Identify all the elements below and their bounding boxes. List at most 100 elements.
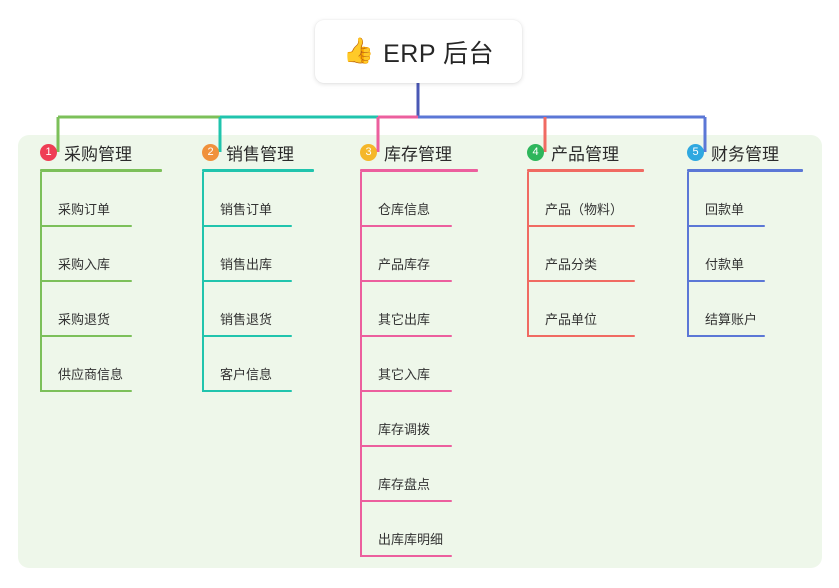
leaf-label: 采购入库: [58, 257, 111, 272]
leaf-item[interactable]: 出库库明细: [360, 502, 505, 557]
leaf-underline: [360, 555, 452, 557]
branch-number-badge: 5: [687, 143, 704, 161]
leaf-underline: [202, 225, 292, 227]
leaf-label: 产品（物料）: [545, 202, 624, 217]
branch-2[interactable]: 2 销售管理销售订单销售出库销售退货客户信息: [180, 135, 338, 392]
leaf-item[interactable]: 产品单位: [527, 282, 665, 337]
leaf-list: 回款单付款单结算账户: [687, 172, 822, 337]
leaf-item[interactable]: 采购订单: [40, 172, 180, 227]
leaf-underline: [360, 280, 452, 282]
branch-spine: [527, 172, 529, 337]
branch-underline: [202, 169, 314, 172]
leaf-underline: [687, 335, 765, 337]
leaf-item[interactable]: 供应商信息: [40, 337, 180, 392]
branch-header[interactable]: 2 销售管理: [180, 135, 338, 169]
leaf-label: 产品单位: [545, 312, 598, 327]
branch-header[interactable]: 1 采购管理: [18, 135, 180, 169]
leaf-label: 其它出库: [378, 312, 431, 327]
leaf-label: 销售退货: [220, 312, 273, 327]
branch-title: 库存管理: [384, 144, 452, 164]
leaf-underline: [360, 390, 452, 392]
leaf-underline: [40, 280, 132, 282]
branch-5[interactable]: 5 财务管理回款单付款单结算账户: [665, 135, 822, 337]
leaf-label: 结算账户: [705, 312, 758, 327]
leaf-underline: [202, 280, 292, 282]
leaf-item[interactable]: 客户信息: [202, 337, 338, 392]
leaf-label: 产品库存: [378, 257, 431, 272]
leaf-item[interactable]: 采购入库: [40, 227, 180, 282]
leaf-item[interactable]: 库存调拨: [360, 392, 505, 447]
leaf-underline: [360, 445, 452, 447]
leaf-item[interactable]: 产品库存: [360, 227, 505, 282]
branch-spine: [202, 172, 204, 392]
leaf-label: 采购订单: [58, 202, 111, 217]
branch-columns: 1 采购管理采购订单采购入库采购退货供应商信息 2 销售管理销售订单销售出库销售退货客…: [0, 135, 839, 568]
leaf-item[interactable]: 付款单: [687, 227, 822, 282]
branch-number-badge: 1: [40, 143, 57, 161]
branch-3[interactable]: 3 库存管理仓库信息产品库存其它出库其它入库库存调拨库存盘点出库库明细: [338, 135, 505, 557]
leaf-underline: [40, 225, 132, 227]
leaf-label: 供应商信息: [58, 367, 124, 382]
leaf-label: 库存调拨: [378, 422, 431, 437]
leaf-label: 销售订单: [220, 202, 273, 217]
leaf-label: 销售出库: [220, 257, 273, 272]
leaf-label: 回款单: [705, 202, 745, 217]
leaf-underline: [687, 225, 765, 227]
leaf-item[interactable]: 销售退货: [202, 282, 338, 337]
leaf-item[interactable]: 采购退货: [40, 282, 180, 337]
root-title: ERP 后台: [383, 39, 495, 68]
branch-underline: [360, 169, 478, 172]
branch-1[interactable]: 1 采购管理采购订单采购入库采购退货供应商信息: [18, 135, 180, 392]
leaf-underline: [360, 335, 452, 337]
leaf-underline: [360, 500, 452, 502]
branch-number-badge: 2: [202, 143, 219, 161]
branch-spine: [360, 172, 362, 557]
branch-header[interactable]: 5 财务管理: [665, 135, 822, 169]
leaf-label: 出库库明细: [378, 532, 444, 547]
leaf-underline: [40, 335, 132, 337]
root-node[interactable]: 👍 ERP 后台: [315, 20, 522, 83]
leaf-list: 销售订单销售出库销售退货客户信息: [202, 172, 338, 392]
leaf-list: 仓库信息产品库存其它出库其它入库库存调拨库存盘点出库库明细: [360, 172, 505, 557]
branch-header[interactable]: 3 库存管理: [338, 135, 505, 169]
branch-underline: [40, 169, 162, 172]
leaf-underline: [40, 390, 132, 392]
branch-title: 销售管理: [226, 144, 294, 164]
leaf-item[interactable]: 库存盘点: [360, 447, 505, 502]
leaf-label: 采购退货: [58, 312, 111, 327]
leaf-item[interactable]: 回款单: [687, 172, 822, 227]
leaf-underline: [527, 335, 635, 337]
leaf-item[interactable]: 仓库信息: [360, 172, 505, 227]
leaf-item[interactable]: 销售订单: [202, 172, 338, 227]
leaf-underline: [527, 280, 635, 282]
leaf-underline: [687, 280, 765, 282]
leaf-list: 产品（物料） 产品分类产品单位: [527, 172, 665, 337]
leaf-item[interactable]: 产品（物料）: [527, 172, 665, 227]
branch-underline: [527, 169, 644, 172]
branch-spine: [687, 172, 689, 337]
leaf-label: 其它入库: [378, 367, 431, 382]
branch-number-badge: 3: [360, 143, 377, 161]
leaf-label: 客户信息: [220, 367, 273, 382]
leaf-label: 产品分类: [545, 257, 598, 272]
branch-underline: [687, 169, 803, 172]
leaf-label: 付款单: [705, 257, 745, 272]
leaf-underline: [527, 225, 635, 227]
leaf-underline: [360, 225, 452, 227]
branch-title: 采购管理: [64, 144, 132, 164]
branch-title: 财务管理: [711, 144, 779, 164]
leaf-item[interactable]: 其它出库: [360, 282, 505, 337]
leaf-label: 库存盘点: [378, 477, 431, 492]
leaf-item[interactable]: 其它入库: [360, 337, 505, 392]
leaf-underline: [202, 390, 292, 392]
branch-number-badge: 4: [527, 143, 544, 161]
leaf-item[interactable]: 结算账户: [687, 282, 822, 337]
leaf-list: 采购订单采购入库采购退货供应商信息: [40, 172, 180, 392]
branch-spine: [40, 172, 42, 392]
thumbs-up-icon: 👍: [342, 37, 375, 65]
leaf-item[interactable]: 产品分类: [527, 227, 665, 282]
leaf-item[interactable]: 销售出库: [202, 227, 338, 282]
